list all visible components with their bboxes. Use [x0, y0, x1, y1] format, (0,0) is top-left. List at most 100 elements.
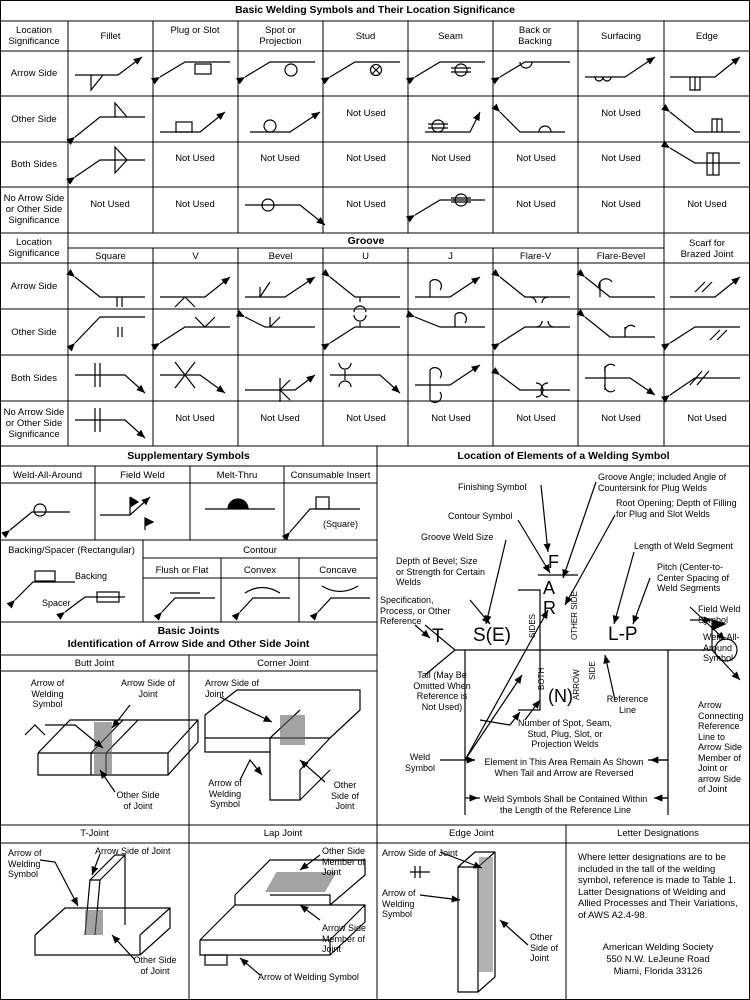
lap-joint-label: Lap Joint	[263, 828, 303, 839]
contained-label: Weld Symbols Shall be Contained Within t…	[483, 794, 648, 815]
butt-arrow-side-of-joint: Arrow Side of Joint	[120, 678, 176, 699]
not-used-stud-both: Not Used	[346, 153, 386, 164]
not-used-back-none: Not Used	[516, 199, 556, 210]
concave-label: Concave	[319, 565, 357, 576]
weld-all-around-symbol-label: Weld-All-Around Symbol	[703, 632, 740, 663]
org-name: American Welding Society	[602, 942, 714, 953]
not-used-edge-none: Not Used	[687, 199, 727, 210]
T-letter: T	[432, 626, 444, 647]
row-no-arrow-side: No Arrow Side or Other Side Significance	[3, 193, 65, 226]
basic-joints-title: Basic Joints	[157, 625, 220, 637]
backing-label: Backing	[75, 571, 108, 581]
surfacing-arrow-side-symbol	[585, 56, 656, 82]
not-used-surfacing-other: Not Used	[601, 108, 641, 119]
corner-other-side-of-joint: Other Side of Joint	[330, 780, 360, 811]
consumable-insert-label: Consumable Insert	[290, 470, 371, 481]
edge-other-side-of-joint: Other Side of Joint	[530, 932, 559, 963]
v-arrow-side-symbol	[160, 276, 231, 308]
SE-letters: S(E)	[473, 625, 511, 646]
not-used-stud-other: Not Used	[346, 108, 386, 119]
groove-row-both-sides: Both Sides	[11, 373, 57, 384]
side-text: SIDE	[588, 661, 597, 680]
square-no-side-symbol	[75, 408, 146, 439]
j-both-sides-symbol	[415, 364, 481, 403]
flarebevel-other-side-symbol	[576, 308, 655, 338]
backing-spacer-symbol	[6, 570, 125, 620]
col-v: V	[192, 251, 199, 262]
fillet-arrow-side-symbol	[75, 56, 143, 92]
not-used-bevel-none: Not Used	[260, 413, 300, 424]
F-letter: F	[548, 552, 559, 572]
col-j: J	[448, 251, 453, 262]
t-arrow-of-welding-symbol: Arrow of Welding Symbol	[8, 848, 42, 879]
finishing-symbol-label: Finishing Symbol	[458, 482, 527, 492]
t-other-side-of-joint: Other Side of Joint	[133, 955, 177, 976]
j-arrow-side-symbol	[415, 276, 481, 298]
col-square: Square	[95, 251, 126, 262]
not-used-spot-both: Not Used	[260, 153, 300, 164]
corner-joint-label: Corner Joint	[257, 658, 309, 669]
pitch-label: Pitch (Center-to-Center Spacing of Weld …	[657, 562, 730, 593]
edge-arrow-side-symbol	[670, 56, 741, 91]
plug-other-side-symbol	[160, 111, 226, 133]
not-used-back-both: Not Used	[516, 153, 556, 164]
spot-no-side-symbol	[245, 198, 326, 226]
v-other-side-symbol	[150, 316, 230, 351]
flarebevel-both-sides-symbol	[585, 363, 656, 396]
col-surfacing: Surfacing	[600, 31, 642, 42]
not-used-flarebevel-none: Not Used	[601, 413, 641, 424]
melt-thru-symbol	[205, 498, 275, 510]
convex-label: Convex	[243, 565, 277, 576]
R-letter: R	[543, 598, 556, 618]
seam-arrow-side-symbol	[405, 61, 485, 85]
butt-joint-drawing	[24, 704, 199, 793]
square-label: (Square)	[323, 519, 359, 529]
not-used-v-none: Not Used	[175, 413, 215, 424]
flarev-arrow-side-symbol	[491, 268, 570, 304]
flarebevel-arrow-side-symbol	[576, 268, 655, 298]
flarev-other-side-symbol	[490, 320, 570, 351]
letter-designations-body: Where letter designations are to be incl…	[578, 852, 738, 921]
page-title: Basic Welding Symbols and Their Location…	[235, 4, 515, 16]
back-other-side-symbol	[491, 103, 565, 133]
corner-joint-drawing	[204, 689, 361, 801]
back-arrow-side-symbol	[490, 61, 570, 85]
groove-angle-label: Groove Angle; included Angle of Counters…	[598, 472, 727, 493]
col-u: U	[362, 251, 369, 262]
sides-text: SIDES	[528, 613, 537, 638]
location-title: Location of Elements of a Welding Symbol	[457, 450, 670, 462]
groove-header: Groove	[347, 235, 385, 247]
plug-arrow-side-symbol	[150, 61, 230, 85]
number-of-spot-label: Number of Spot, Seam, Stud, Plug, Slot, …	[517, 718, 613, 749]
consumable-insert-symbol	[281, 496, 360, 541]
N-letters: (N)	[548, 686, 573, 706]
scarf-both-sides-symbol	[661, 370, 740, 403]
not-used-surfacing-none: Not Used	[601, 199, 641, 210]
contour-symbol-label: Contour Symbol	[448, 511, 513, 521]
seam-both-sides-symbol	[405, 193, 485, 223]
not-used-seam-both: Not Used	[431, 153, 471, 164]
flarev-both-sides-symbol	[491, 367, 570, 398]
weld-all-around-label: Weld-All-Around	[13, 470, 82, 481]
groove-weld-size-label: Groove Weld Size	[421, 532, 494, 542]
lap-arrow-of-welding-symbol: Arrow of Welding Symbol	[258, 972, 359, 982]
u-other-side-symbol	[320, 314, 400, 351]
edge-other-side-symbol	[661, 103, 740, 133]
org-city: Miami, Florida 33126	[613, 966, 703, 977]
not-used-surfacing-both: Not Used	[601, 153, 641, 164]
t-joint-drawing	[34, 853, 171, 961]
not-used-flarev-none: Not Used	[516, 413, 556, 424]
convex-symbol	[231, 586, 290, 621]
butt-joint-label: Butt Joint	[74, 658, 115, 669]
butt-other-side-of-joint: Other Side of Joint	[116, 790, 160, 811]
bevel-both-sides-symbol	[245, 374, 316, 402]
not-used-fillet-none: Not Used	[90, 199, 130, 210]
col-seam: Seam	[438, 31, 463, 42]
edge-joint-label: Edge Joint	[449, 828, 494, 839]
welding-symbol-diagram	[414, 481, 741, 815]
depth-of-bevel-label: Depth of Bevel; Size or Strength for Cer…	[396, 556, 486, 587]
groove-row-arrow-side: Arrow Side	[10, 281, 58, 292]
spot-arrow-side-symbol	[235, 61, 315, 85]
fillet-both-sides-symbol	[66, 145, 145, 185]
corner-arrow-of-welding-symbol: Arrow of Welding Symbol	[208, 778, 242, 809]
